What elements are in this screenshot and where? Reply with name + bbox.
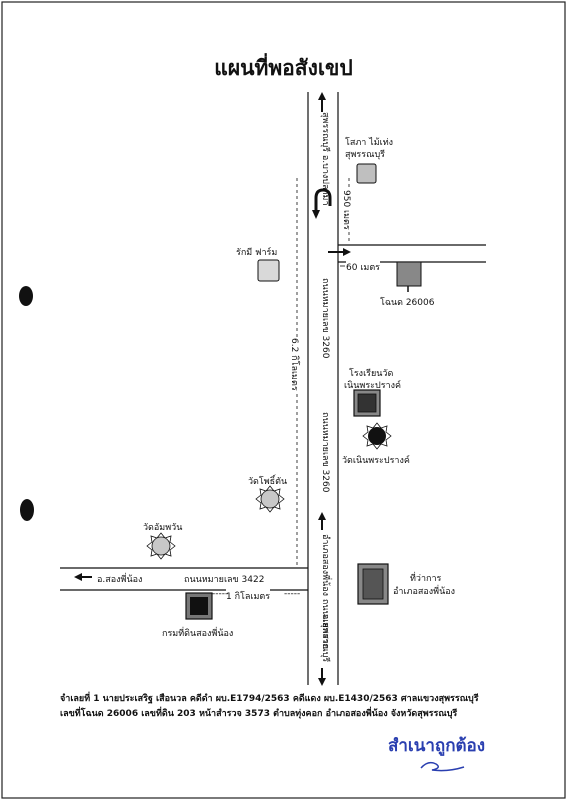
footer-line-2: เลขที่โฉนด 26006 เลขที่ดิน 203 หน้าสำรวจ… bbox=[60, 709, 458, 719]
district-office-marker bbox=[357, 563, 389, 605]
label-land-office: กรมที่ดินสองพี่น้อง bbox=[162, 629, 234, 639]
distance-60m: 60 เมตร bbox=[346, 260, 381, 274]
wat-ampawan-temple-icon bbox=[146, 532, 176, 560]
certified-copy-stamp: สำเนาถูกต้อง bbox=[388, 736, 486, 756]
distance-6-2km: 6.2 กิโลเมตร bbox=[288, 338, 302, 391]
label-wat-pho: วัดโพธิ์ตัน bbox=[248, 477, 288, 487]
road-label-3260-bottom: ถนนหมายเลข 3260 bbox=[320, 412, 330, 493]
dash-left: ----- bbox=[212, 589, 229, 599]
label-district-1: ที่ว่าการ bbox=[410, 574, 442, 584]
arrow-right-icon bbox=[328, 248, 351, 256]
road-label-bangplama: สุพรรณบุรี อ.บางปลาม้า bbox=[320, 112, 330, 206]
label-road-3422: ถนนหมายเลข 3422 bbox=[184, 575, 265, 585]
distance-1km: 1 กิโลเมตร bbox=[226, 589, 271, 603]
page-title: แผนที่พอสังเขป bbox=[214, 56, 353, 80]
wat-noen-temple-icon bbox=[362, 422, 392, 450]
road-label-3260-top: ถนนหมายเลข 3260 bbox=[320, 278, 330, 359]
arrow-up-icon bbox=[318, 512, 326, 530]
scan-spot bbox=[20, 499, 34, 521]
scan-spot bbox=[19, 286, 33, 306]
label-school-1: โรงเรียนวัด bbox=[349, 369, 394, 379]
chanot-plot-marker bbox=[396, 261, 422, 287]
label-chanot: โฉนด 26006 bbox=[380, 298, 435, 308]
arrow-down-icon bbox=[318, 668, 326, 686]
label-wat-ampawan: วัดอัมพวัน bbox=[143, 523, 183, 533]
school-marker bbox=[353, 389, 381, 417]
dash-right: ----- bbox=[284, 589, 301, 599]
road-label-suphan: จ.สุพรรณบุรี bbox=[320, 614, 330, 663]
rakmi-farm-marker bbox=[257, 259, 280, 282]
label-district-2: อำเภอสองพี่น้อง bbox=[393, 587, 456, 597]
label-wat-noen: วัดเนินพระปรางค์ bbox=[342, 456, 410, 466]
arrow-left-icon bbox=[74, 573, 92, 581]
arrow-up-icon bbox=[318, 92, 326, 112]
label-school-2: เนินพระปรางค์ bbox=[344, 381, 401, 391]
footer-line-1: จำเลยที่ 1 นายประเสริฐ เสือนวล คดีดำ ผบ.… bbox=[60, 694, 479, 704]
label-rakmi-farm: รักมี ฟาร์ม bbox=[236, 248, 278, 258]
label-sapha: โสภา ไม้เท่ง สุพรรณบุรี bbox=[345, 138, 394, 160]
label-to-songphinong: อ.สองพี่น้อง bbox=[97, 575, 143, 585]
land-office-marker bbox=[185, 592, 213, 620]
sapha-marker bbox=[356, 163, 377, 184]
distance-950m: 950 เมตร bbox=[340, 190, 354, 230]
u-turn-icon bbox=[312, 188, 332, 219]
signature-scribble bbox=[420, 761, 465, 772]
wat-pho-temple-icon bbox=[255, 485, 285, 513]
